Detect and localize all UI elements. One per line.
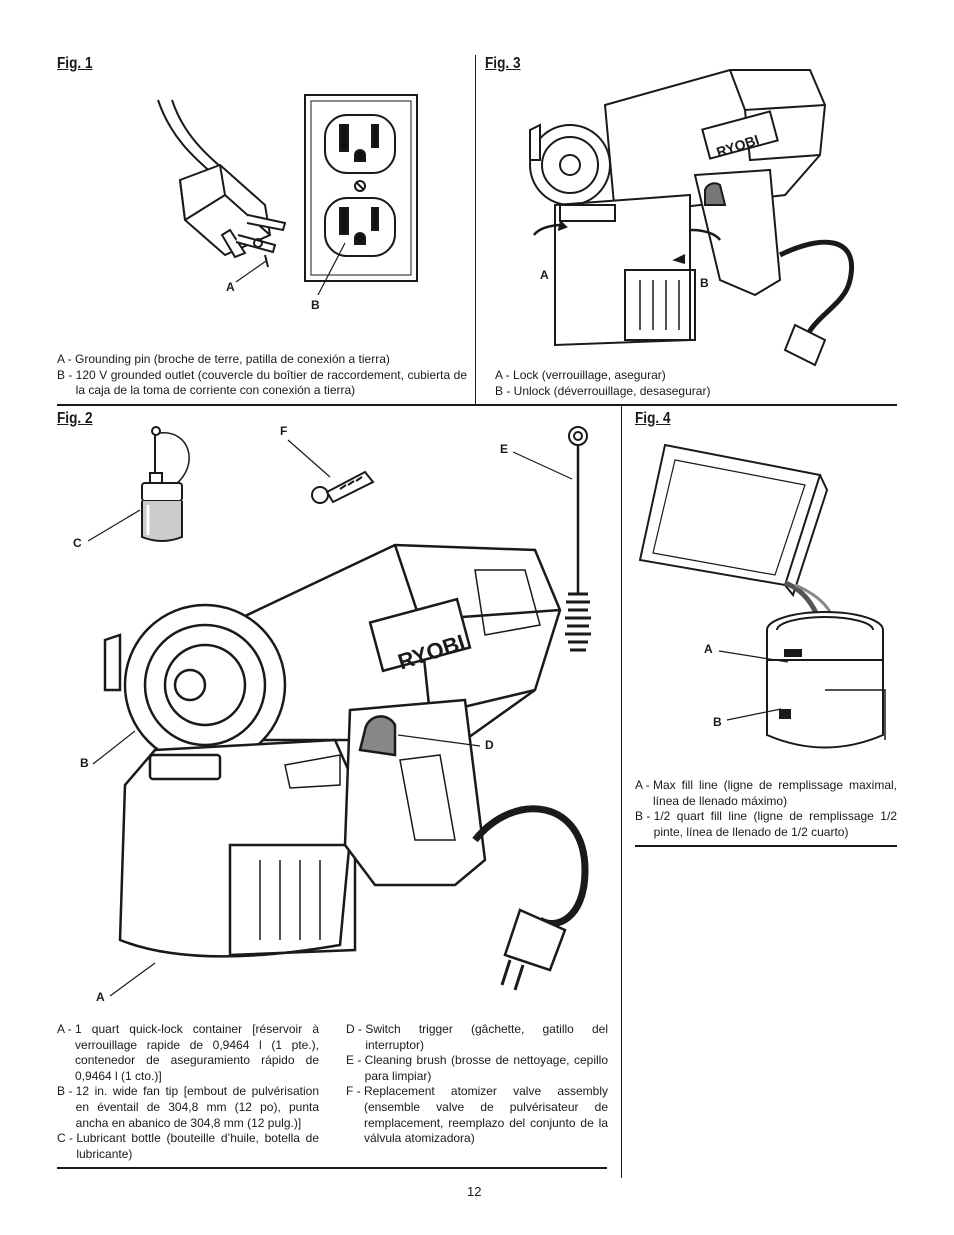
fig3-sprayer-illustration: RYOBI xyxy=(520,65,860,370)
caption-key: F - xyxy=(346,1084,364,1099)
caption-text: 1 quart quick-lock container [réservoir … xyxy=(75,1022,319,1083)
fig4-leader-a xyxy=(716,648,791,668)
column-divider-top xyxy=(475,55,476,405)
caption-text: Lubricant bottle (bouteille d’huile, bot… xyxy=(76,1131,319,1161)
fig2-leader-a xyxy=(107,960,157,1000)
fig3-bottom-rule xyxy=(477,404,897,406)
caption-text: Lock (verrouillage, asegurar) xyxy=(513,368,666,382)
fig4-caption: A - Max fill line (ligne de remplissage … xyxy=(635,778,897,840)
fig4-caption-b: B - 1/2 quart fill line (ligne de rempli… xyxy=(635,809,897,840)
column-divider-bottom xyxy=(621,406,622,1178)
caption-key: C - xyxy=(57,1131,77,1146)
fig2-caption-d: D - Switch trigger (gâchette, gatillo de… xyxy=(346,1022,608,1053)
fig1-outlet-illustration xyxy=(303,93,419,283)
caption-key: B - xyxy=(635,809,654,824)
caption-key: A - xyxy=(635,778,654,792)
fig1-plug-illustration xyxy=(150,95,300,295)
caption-key: A - xyxy=(57,352,76,366)
fig2-leader-c xyxy=(85,505,145,545)
fig2-caption-left: A - 1 quart quick-lock container [réserv… xyxy=(57,1022,319,1162)
caption-text: Switch trigger (gâchette, gatillo del in… xyxy=(365,1022,608,1052)
caption-key: D - xyxy=(346,1022,366,1036)
fig4-callout-b: B xyxy=(713,715,722,729)
fig2-leader-d xyxy=(395,730,485,755)
fig2-leader-b xyxy=(90,728,140,768)
fig2-sprayer-illustration: RYOBI xyxy=(95,540,595,1000)
caption-key: E - xyxy=(346,1053,365,1068)
fig2-bottom-rule xyxy=(57,1167,607,1169)
fig1-caption-b: B - 120 V grounded outlet (couvercle du … xyxy=(57,368,467,399)
caption-text: Unlock (déverrouillage, desasegurar) xyxy=(513,383,711,398)
fig3-caption-a: A - Lock (verrouillage, asegurar) xyxy=(495,368,795,384)
page-number: 12 xyxy=(467,1184,482,1199)
fig2-callout-c: C xyxy=(73,536,82,550)
fig3-callout-b: B xyxy=(700,276,709,290)
fig4-title: Fig. 4 xyxy=(635,410,671,427)
fig1-caption: A - Grounding pin (broche de terre, pati… xyxy=(57,352,467,399)
fig1-callout-a: A xyxy=(226,280,235,294)
fig2-caption-right: D - Switch trigger (gâchette, gatillo de… xyxy=(346,1022,608,1147)
fig2-caption-a: A - 1 quart quick-lock container [réserv… xyxy=(57,1022,319,1084)
fig3-title: Fig. 3 xyxy=(485,55,521,72)
caption-key: B - xyxy=(57,1084,76,1099)
fig2-callout-e: E xyxy=(500,442,509,456)
caption-text: Replacement atomizer valve assembly (ens… xyxy=(364,1084,608,1146)
fig3-caption: A - Lock (verrouillage, asegurar) B - Un… xyxy=(495,368,795,399)
fig1-leader-a xyxy=(230,258,280,288)
fig2-callout-b: B xyxy=(80,756,89,770)
fig2-caption-f: F - Replacement atomizer valve assembly … xyxy=(346,1084,608,1146)
fig2-callout-a: A xyxy=(96,990,105,1004)
fig1-caption-a: A - Grounding pin (broche de terre, pati… xyxy=(57,352,467,368)
fig4-bottom-rule xyxy=(635,845,897,847)
caption-key: B - xyxy=(57,367,76,382)
fig2-caption-e: E - Cleaning brush (brosse de nettoyage,… xyxy=(346,1053,608,1084)
caption-text: 12 in. wide fan tip [embout de pulvérisa… xyxy=(75,1084,319,1130)
fig3-caption-b: B - Unlock (déverrouillage, desasegurar) xyxy=(495,384,795,400)
fig4-pouring-illustration xyxy=(635,435,890,765)
fig4-caption-a: A - Max fill line (ligne de remplissage … xyxy=(635,778,897,809)
caption-text: Cleaning brush (brosse de nettoyage, cep… xyxy=(364,1053,608,1083)
caption-key: B - xyxy=(495,383,514,398)
fig1-title: Fig. 1 xyxy=(57,55,93,72)
fig4-leader-b xyxy=(724,706,784,726)
caption-key: A - xyxy=(495,368,514,382)
fig4-callout-a: A xyxy=(704,642,713,656)
fig2-callout-f: F xyxy=(280,424,288,438)
caption-text: Max fill line (ligne de remplissage maxi… xyxy=(653,778,897,808)
fig1-callout-b: B xyxy=(311,298,320,312)
fig2-caption-b: B - 12 in. wide fan tip [embout de pulvé… xyxy=(57,1084,319,1131)
caption-text: Grounding pin (broche de terre, patilla … xyxy=(75,352,390,366)
fig2-title: Fig. 2 xyxy=(57,410,93,427)
fig2-atomizer-valve-illustration xyxy=(285,437,380,507)
fig1-bottom-rule xyxy=(57,404,477,406)
fig2-caption-c: C - Lubricant bottle (bouteille d’huile,… xyxy=(57,1131,319,1162)
fig1-leader-b xyxy=(315,240,355,300)
caption-key: A - xyxy=(57,1022,76,1036)
fig2-callout-d: D xyxy=(485,738,494,752)
fig2-lubricant-bottle-illustration xyxy=(130,425,200,550)
fig2-cleaning-brush-illustration xyxy=(510,424,600,664)
caption-text: 120 V grounded outlet (couvercle du boît… xyxy=(75,367,467,398)
fig3-callout-a: A xyxy=(540,268,549,282)
caption-text: 1/2 quart fill line (ligne de remplissag… xyxy=(653,809,897,839)
